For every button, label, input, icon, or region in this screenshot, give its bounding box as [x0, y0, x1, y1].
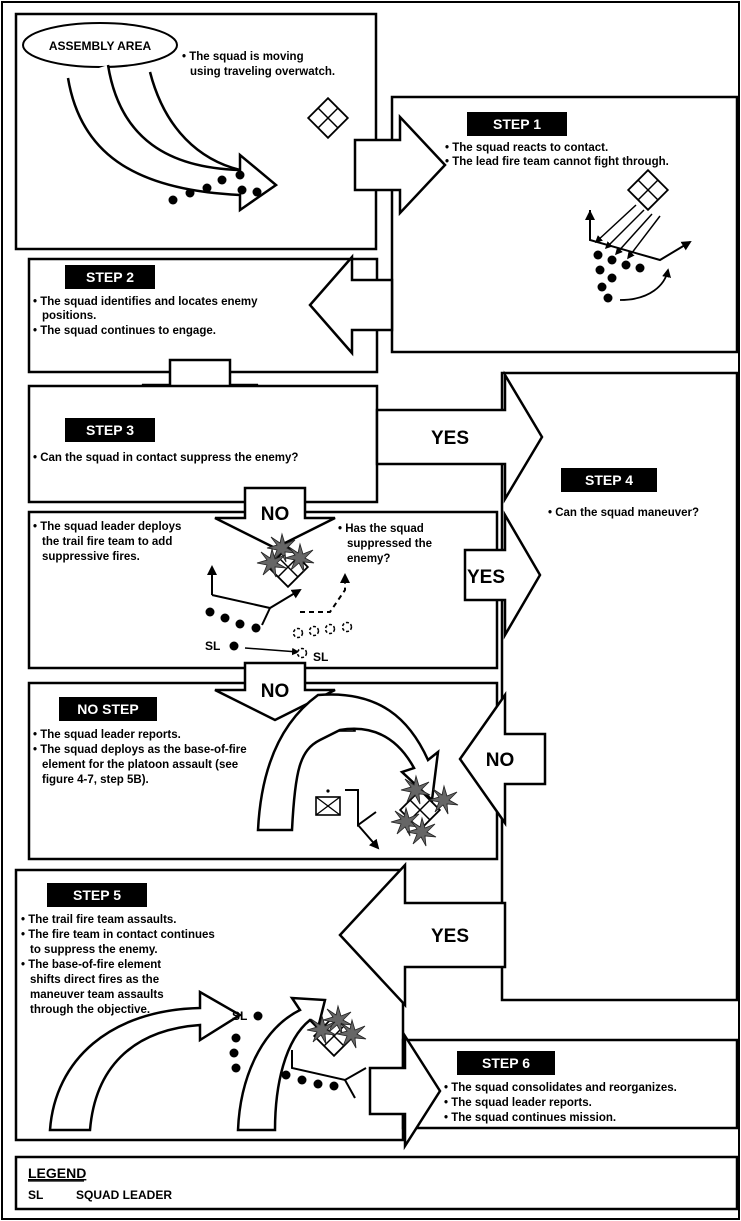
trail-sl-label: SL: [205, 639, 220, 653]
movement-arrow-inner: [148, 71, 241, 172]
step5-bullet-5: shifts direct fires as the: [30, 974, 159, 986]
step4-bullet-1: • Can the squad maneuver?: [548, 507, 699, 519]
step5-title: STEP 5: [73, 887, 121, 903]
yes-label-1: YES: [431, 428, 469, 449]
no-label-3: NO: [486, 750, 515, 771]
trail-team-dots: [292, 621, 353, 659]
squad-unit-icon: [315, 789, 341, 816]
step6-bullet-1: • The squad consolidates and reorganizes…: [444, 1082, 677, 1094]
legend-meaning: SQUAD LEADER: [76, 1188, 172, 1202]
trail-sl-label-2: SL: [313, 650, 328, 664]
yes-arrow-step3-to-step4: [375, 370, 544, 504]
legend-box: [14, 1155, 739, 1211]
step1-panel: [390, 95, 739, 354]
legend-title: LEGEND: [28, 1165, 86, 1181]
yes-label-3: YES: [431, 926, 469, 947]
step1-title: STEP 1: [493, 116, 541, 132]
step3-panel: [27, 384, 379, 504]
step4-title-bg: [561, 468, 657, 492]
step6-bullet-3: • The squad continues mission.: [444, 1112, 616, 1124]
step1-bullet-2: • The lead fire team cannot fight throug…: [445, 156, 669, 168]
step1-squad-dots: [593, 250, 645, 303]
step0-bullet-1: • The squad is moving: [182, 51, 304, 63]
step5-bullet-2: • The fire team in contact continues: [21, 929, 215, 941]
trail-right-bullet-2: suppressed the: [347, 538, 432, 550]
step2-bullet-1: • The squad identifies and locates enemy: [33, 296, 258, 308]
legend-abbr: SL: [28, 1188, 43, 1202]
yes-arrow-step4-to-step5: [338, 861, 507, 1009]
step5-team-lines: [291, 1050, 367, 1099]
nostep-bullet-2: • The squad deploys as the base-of-fire: [33, 744, 247, 756]
trail-squad-dots: [205, 607, 261, 651]
nostep-maneuver-arrow: [256, 693, 440, 832]
arrow-to-step2: [308, 253, 394, 357]
arrow-to-step6: [368, 1031, 442, 1151]
no-arrow-step3-to-trail: [214, 486, 336, 550]
step2-bullet-3: • The squad continues to engage.: [33, 325, 216, 337]
step2-bullet-2: positions.: [42, 310, 96, 322]
nostep-bullet-3: element for the platoon assault (see: [42, 759, 238, 771]
step5-bullet-1: • The trail fire team assaults.: [21, 914, 177, 926]
no-label-2: NO: [261, 681, 290, 702]
step6-title: STEP 6: [482, 1055, 530, 1071]
step5-bullet-3: to suppress the enemy.: [30, 944, 158, 956]
movement-arrow: [66, 64, 279, 213]
nostep-team-lines: [345, 789, 380, 850]
step1-bullet-1: • The squad reacts to contact.: [445, 142, 608, 154]
step5-squad-dots: [229, 1011, 339, 1091]
step5-bullet-7: through the objective.: [30, 1004, 150, 1016]
step4-title: STEP 4: [585, 472, 633, 488]
step0-bullet-2: using traveling overwatch.: [190, 66, 335, 78]
step3-title-bg: [65, 418, 155, 442]
no-arrow-step4-to-nostep: [458, 691, 547, 827]
trail-maneuver-lines: [207, 565, 350, 656]
nostep-title-bg: [59, 697, 157, 721]
squad-dots: [168, 170, 262, 205]
no-label-1: NO: [261, 504, 290, 525]
trail-left-bullet-1: • The squad leader deploys: [33, 521, 181, 533]
step4-panel: [500, 371, 739, 1002]
step5-bullet-4: • The base-of-fire element: [21, 959, 161, 971]
step1-title-bg: [467, 112, 567, 136]
yes-label-2: YES: [467, 567, 505, 588]
step5-title-bg: [47, 883, 147, 907]
trail-right-bullet-1: • Has the squad: [338, 523, 424, 535]
assembly-area-label: ASSEMBLY AREA: [49, 39, 152, 53]
step5-sl-label: SL: [232, 1009, 247, 1023]
step3-title: STEP 3: [86, 422, 134, 438]
step6-bullet-2: • The squad leader reports.: [444, 1097, 592, 1109]
trail-left-bullet-2: the trail fire team to add: [42, 536, 172, 548]
step3-bullet-1: • Can the squad in contact suppress the …: [33, 452, 298, 464]
step5-maneuver-arrow-2: [236, 996, 327, 1132]
step5-bullet-6: maneuver team assaults: [30, 989, 164, 1001]
trail-right-bullet-3: enemy?: [347, 553, 390, 565]
nostep-bullet-4: figure 4-7, step 5B).: [42, 774, 149, 786]
step2-title-bg: [65, 265, 155, 289]
step2-title: STEP 2: [86, 269, 134, 285]
arrow-to-step1: [353, 113, 447, 217]
nostep-title: NO STEP: [77, 701, 138, 717]
step1-contact-lines: [585, 204, 692, 301]
trail-left-bullet-3: suppressive fires.: [42, 551, 140, 563]
nostep-bullet-1: • The squad leader reports.: [33, 729, 181, 741]
yes-arrow-trail-to-step4: [463, 510, 542, 640]
step6-title-bg: [457, 1051, 555, 1075]
assembly-area-oval: [22, 22, 178, 68]
step5-maneuver-arrow-1: [48, 989, 243, 1132]
